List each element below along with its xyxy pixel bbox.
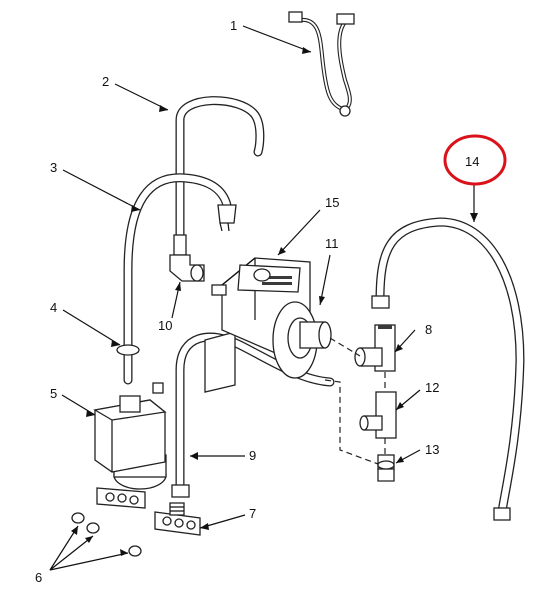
part-14-long-tube <box>371 217 525 521</box>
callout-10: 10 <box>158 318 172 333</box>
part-12-tee-fitting <box>359 391 397 439</box>
callout-9: 9 <box>249 448 256 463</box>
part-10-elbow-fitting <box>169 234 205 282</box>
callout-13: 13 <box>425 442 439 457</box>
callout-1: 1 <box>230 18 237 33</box>
part-8-tee-fitting <box>354 324 396 372</box>
callout-14: 14 <box>465 154 479 169</box>
callout-4: 4 <box>50 300 57 315</box>
part-6-o-rings <box>71 512 142 557</box>
callout-5: 5 <box>50 386 57 401</box>
callout-2: 2 <box>102 74 109 89</box>
part-13-elbow <box>377 454 395 482</box>
part-7-fitting-plate <box>154 502 201 536</box>
part-2-hook-tube <box>175 96 265 240</box>
assembly-lines <box>324 337 386 465</box>
callout-3: 3 <box>50 160 57 175</box>
callout-12: 12 <box>425 380 439 395</box>
part-1-wire-harness <box>288 11 355 117</box>
callout-11: 11 <box>325 236 339 251</box>
highlight-circle <box>443 134 507 186</box>
callout-7: 7 <box>249 506 256 521</box>
part-11-pump-head <box>272 301 332 379</box>
callout-8: 8 <box>425 322 432 337</box>
part-3-tube <box>123 173 237 385</box>
callout-6: 6 <box>35 570 42 585</box>
callout-15: 15 <box>325 195 339 210</box>
leader-lines <box>49 25 478 571</box>
gasket-plate-left <box>96 487 146 509</box>
part-4-clamp <box>116 344 140 356</box>
part-5-solenoid-valve <box>93 382 167 490</box>
